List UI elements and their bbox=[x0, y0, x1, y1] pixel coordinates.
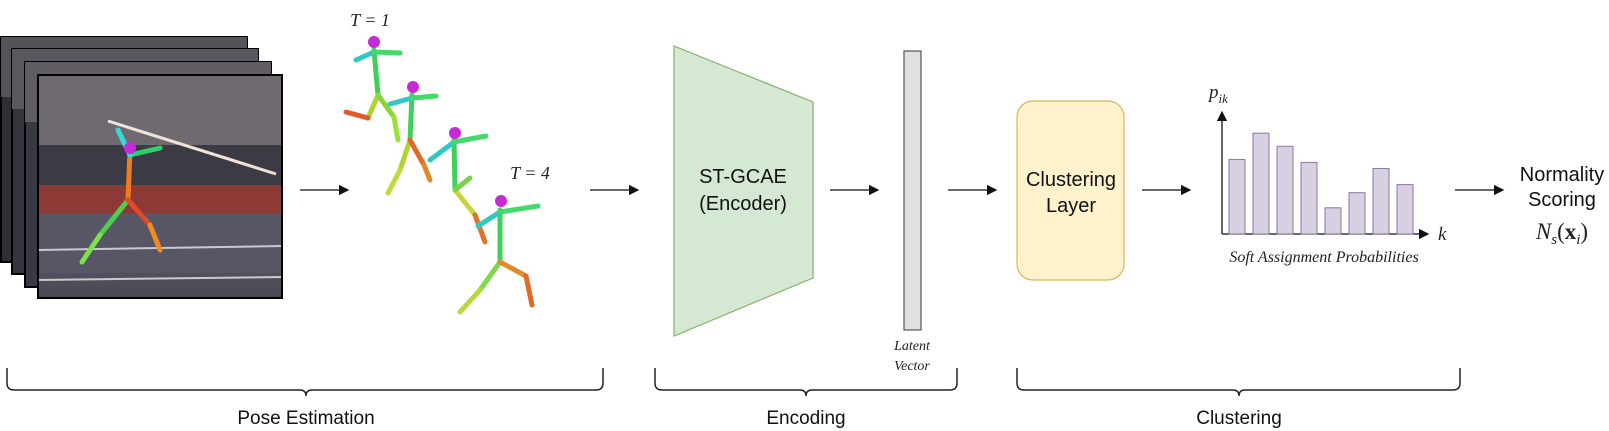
chart-bar-2 bbox=[1252, 132, 1270, 235]
stage-label-clustering: Clustering bbox=[1196, 408, 1282, 429]
chart-bar-5 bbox=[1324, 207, 1342, 235]
skeleton-t4 bbox=[457, 195, 541, 315]
time-label-last: T = 4 bbox=[510, 163, 550, 183]
video-frame-front bbox=[37, 74, 283, 299]
stage-label-encoding: Encoding bbox=[766, 408, 845, 429]
normality-formula: Ns(xi) bbox=[1535, 219, 1588, 248]
video-frames bbox=[0, 36, 283, 299]
chart-bar-3 bbox=[1276, 145, 1294, 235]
chart-y-label: pik bbox=[1207, 82, 1228, 106]
chart-bar-4 bbox=[1300, 161, 1318, 235]
encoder-label-line1: ST-GCAE bbox=[699, 166, 787, 188]
clustering-layer-line1: Clustering bbox=[1026, 169, 1116, 191]
chart-x-label: k bbox=[1438, 224, 1447, 245]
chart-bar-1 bbox=[1228, 158, 1246, 235]
clustering-layer-line2: Layer bbox=[1046, 195, 1096, 217]
output-label-line2: Scoring bbox=[1528, 189, 1596, 211]
encoder-label-line2: (Encoder) bbox=[699, 193, 787, 215]
latent-label-line2: Vector bbox=[894, 359, 930, 374]
skeleton-t3 bbox=[427, 127, 489, 245]
skeleton-t1 bbox=[343, 36, 403, 143]
soft-assignment-chart: pik k Soft Assignment Probabilities bbox=[1207, 82, 1447, 266]
chart-bars bbox=[1228, 132, 1414, 235]
brace-encoding bbox=[654, 368, 958, 397]
chart-bar-6 bbox=[1348, 192, 1366, 235]
encoder-block bbox=[673, 45, 814, 337]
time-label-first: T = 1 bbox=[350, 10, 390, 30]
brace-pose-estimation bbox=[6, 368, 604, 397]
clustering-layer-block bbox=[1016, 100, 1125, 281]
stage-label-pose-estimation: Pose Estimation bbox=[237, 408, 374, 429]
brace-clustering bbox=[1016, 368, 1461, 397]
skeleton-t2 bbox=[385, 81, 439, 196]
latent-vector bbox=[903, 50, 922, 331]
chart-caption: Soft Assignment Probabilities bbox=[1229, 249, 1418, 266]
output-label-line1: Normality bbox=[1520, 164, 1604, 186]
stage-braces bbox=[6, 368, 1461, 397]
chart-bar-8 bbox=[1396, 184, 1414, 235]
chart-bar-7 bbox=[1372, 167, 1390, 235]
skeleton-sequence bbox=[343, 36, 541, 315]
latent-label-line1: Latent bbox=[893, 339, 931, 354]
